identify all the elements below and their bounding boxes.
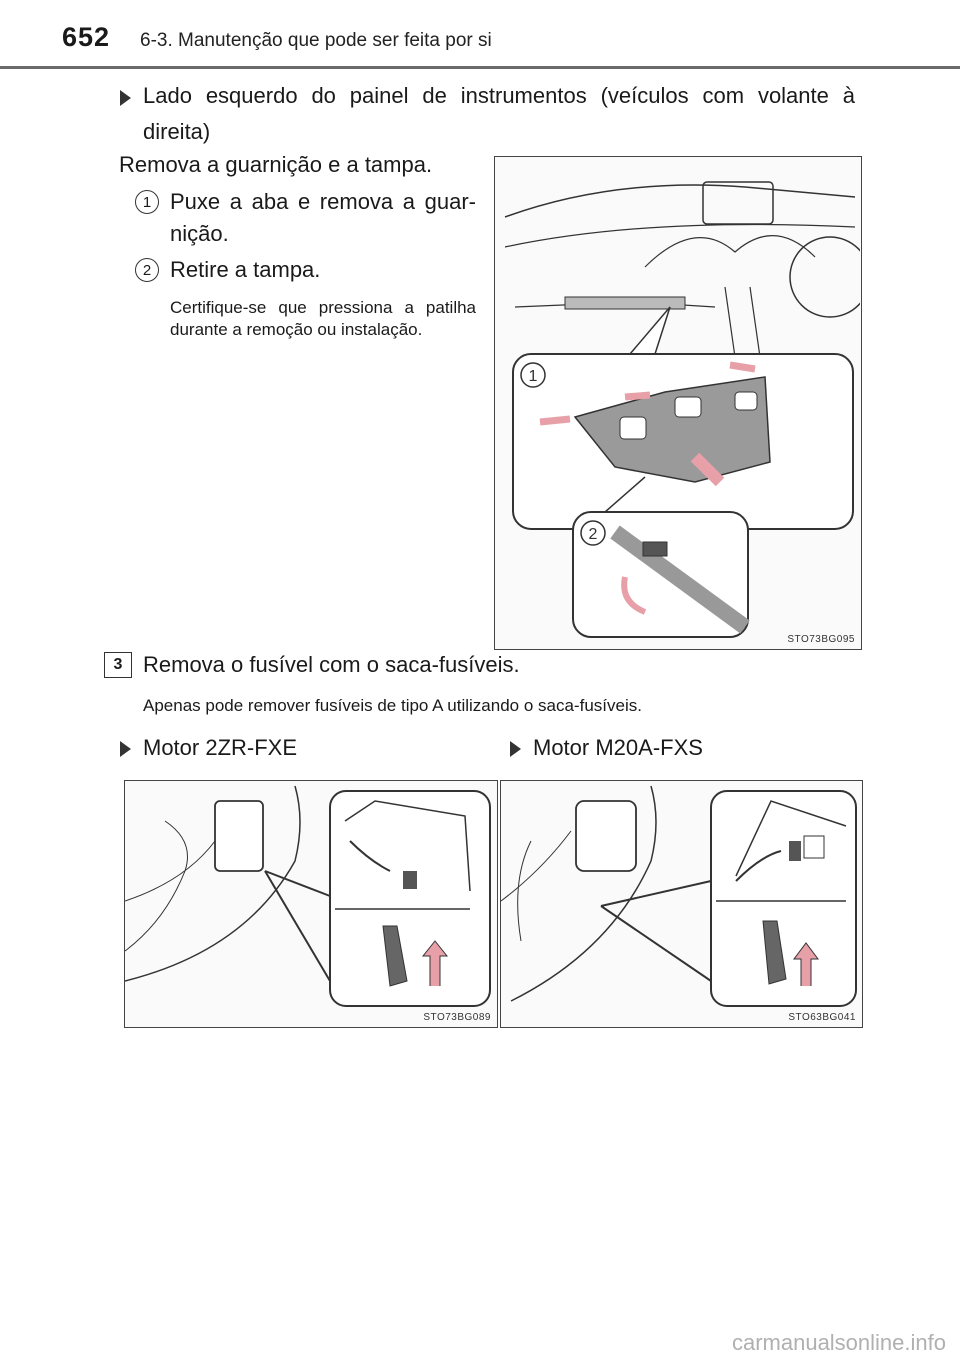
step-3-text: Remova o fusível com o saca-fusíveis. — [143, 652, 520, 677]
step-note: Certifique-se que pressiona a patilha du… — [170, 298, 476, 339]
section-title: 6-3. Manutenção que pode ser feita por s… — [140, 30, 492, 51]
section-heading: Lado esquerdo do painel de instrumentos … — [143, 83, 855, 144]
step-number-1: 1 — [135, 190, 159, 214]
step-3-note: Apenas pode remover fusíveis de tipo A u… — [143, 696, 642, 715]
step-1-text: Puxe a aba e remova a guar- nição. — [170, 189, 476, 246]
intro-text: Remova a guarnição e a tampa. — [119, 152, 433, 177]
bullet-triangle-icon — [120, 741, 131, 757]
engine-figure-code-m20a: STO63BG041 — [788, 1012, 856, 1023]
engine-illustration-2zr — [124, 785, 491, 1007]
engine-figure-2zr: STO73BG089 — [124, 780, 498, 1028]
callout-1: 1 — [529, 368, 538, 385]
page-number: 652 — [62, 22, 111, 52]
callout-2: 2 — [589, 526, 598, 543]
figure-code: STO73BG095 — [787, 634, 855, 645]
header-divider — [0, 66, 960, 69]
watermark[interactable]: carmanualsonline.info — [731, 1330, 946, 1355]
engine-figure-m20a: STO63BG041 — [500, 780, 863, 1028]
dashboard-figure: 1 2 STO73BG095 — [494, 156, 871, 650]
engine-label-2zr: Motor 2ZR-FXE — [143, 735, 298, 760]
dashboard-illustration: 1 2 — [504, 181, 871, 638]
step-number-2: 2 — [135, 258, 159, 282]
bullet-triangle-icon — [120, 90, 131, 106]
engine-label-m20a: Motor M20A-FXS — [533, 735, 703, 760]
step-number-3: 3 — [104, 652, 132, 678]
step-2-text: Retire a tampa. — [170, 257, 321, 282]
engine-figure-code-2zr: STO73BG089 — [423, 1012, 491, 1023]
engine-illustration-m20a — [500, 785, 857, 1007]
bullet-triangle-icon — [510, 741, 521, 757]
